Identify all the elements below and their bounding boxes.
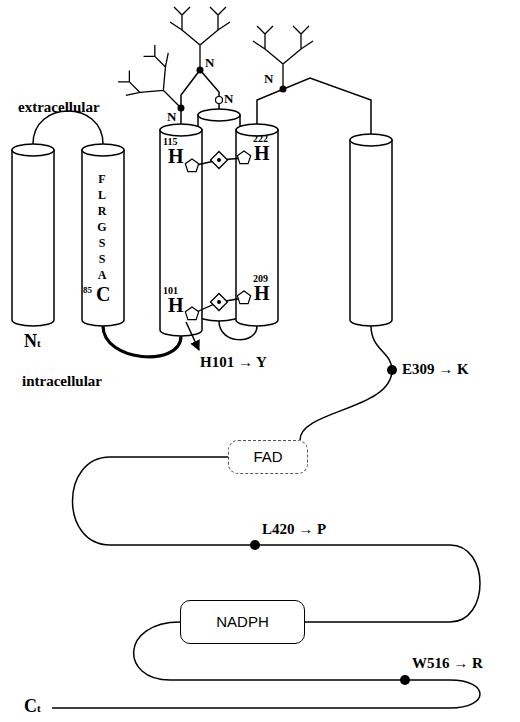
unused-glycosylation-site: [216, 97, 223, 104]
helix-body: [160, 130, 202, 336]
helix-top: [198, 109, 240, 121]
terminus-label: Ct: [24, 697, 41, 715]
mutation-label: E309 → K: [402, 362, 469, 377]
mutation-dot: [250, 540, 260, 550]
glycan-tree: [253, 26, 313, 89]
mutation-dot: [387, 365, 397, 375]
heme-diamond: [211, 152, 228, 169]
nadph-domain-box: NADPH: [180, 600, 305, 644]
terminus-label: Nt: [24, 332, 41, 350]
histidine-ring: [185, 159, 198, 172]
helix-body: [236, 130, 278, 326]
fad-domain-box: FAD: [228, 440, 308, 474]
sequence-label: FLRGSSA: [96, 172, 108, 284]
glycan-site-label: N: [205, 56, 214, 69]
mutation-arrow: [186, 322, 199, 350]
histidine-label: H: [254, 143, 270, 163]
helix-body: [350, 140, 392, 326]
region-label: extracellular: [18, 100, 100, 115]
node-label: NADPH: [216, 614, 269, 631]
helix-body: [12, 150, 54, 326]
cysteine-label: C: [96, 284, 110, 304]
glycosylation-site: [280, 86, 287, 93]
histidine-label: H: [168, 146, 184, 166]
glycan-tree: [115, 42, 202, 129]
extracellular-loop: [257, 78, 371, 134]
glycan-tree: [170, 7, 230, 70]
helix-top: [160, 124, 202, 136]
histidine-label: H: [168, 295, 184, 315]
glycan-site-label: N: [224, 92, 233, 105]
histidine-label: H: [254, 283, 270, 303]
chain-connector: [73, 457, 481, 622]
mutation-label: W516 → R: [412, 656, 483, 671]
glycan-site-label: N: [167, 110, 176, 123]
mutation-dot: [400, 675, 410, 685]
region-label: intracellular: [22, 374, 102, 389]
heme-iron: [217, 158, 221, 162]
glycosylation-site: [178, 105, 185, 112]
histidine-ring: [237, 151, 250, 164]
heme-iron: [217, 300, 221, 304]
heme-diamond: [211, 294, 228, 311]
helix-body: [82, 150, 124, 326]
helix-top: [12, 144, 54, 156]
extracellular-loop: [33, 111, 103, 144]
histidine-ring: [237, 291, 250, 304]
node-label: FAD: [253, 449, 282, 466]
glycan-site-label: N: [264, 72, 273, 85]
histidine-ring: [185, 307, 198, 320]
helix-body: [198, 115, 240, 321]
glycosylation-site: [197, 67, 204, 74]
mutation-label: L420 → P: [262, 522, 326, 537]
helix-top: [82, 144, 124, 156]
residue-number: 85: [83, 286, 92, 295]
mutation-label: H101 → Y: [200, 355, 267, 370]
helix-top: [350, 134, 392, 146]
cytosolic-chain: [300, 326, 392, 440]
